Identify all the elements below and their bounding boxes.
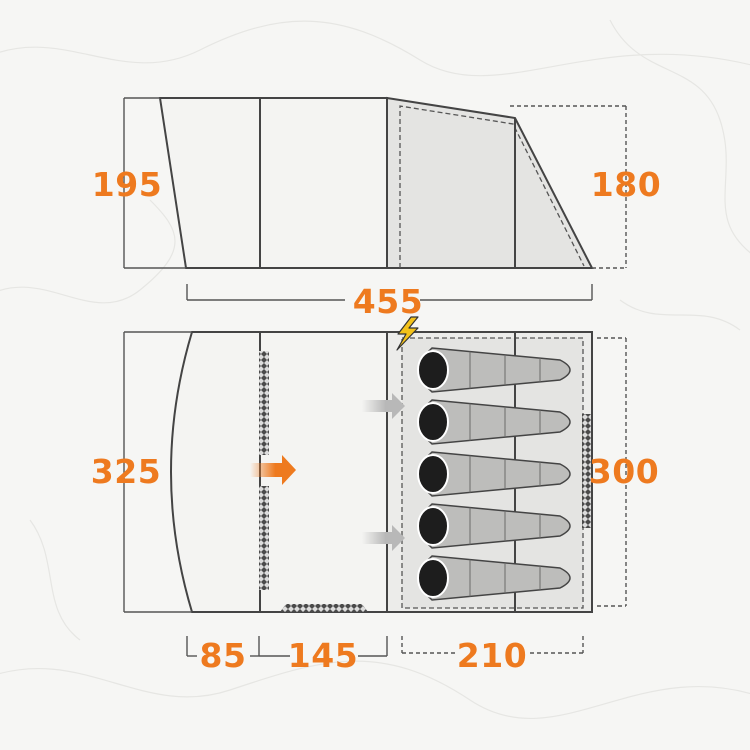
side-inner-tent-outline bbox=[399, 105, 585, 268]
side-height-right-bracket bbox=[510, 105, 627, 269]
floor-width-left-bracket bbox=[123, 331, 192, 613]
lightning-bolt-icon bbox=[396, 316, 419, 351]
bottom-mesh-vent bbox=[280, 604, 368, 612]
sleeping-bag-icon bbox=[417, 555, 571, 601]
floor-plan bbox=[170, 316, 593, 613]
sleeping-bag-icon bbox=[417, 347, 571, 393]
right-mesh-window bbox=[582, 414, 591, 528]
sleeping-bag-head bbox=[417, 506, 449, 546]
sleeping-bag-head bbox=[417, 454, 449, 494]
porch-depth-label: 85 bbox=[200, 636, 247, 675]
floor-width-right-bracket bbox=[597, 337, 627, 607]
side-right-height-label: 180 bbox=[591, 165, 661, 204]
sleeping-bag-icon bbox=[417, 451, 571, 497]
side-height-left-bracket bbox=[123, 97, 186, 269]
sleeping-bags bbox=[417, 347, 571, 601]
living-depth-bracket bbox=[259, 636, 388, 657]
left-mesh-window-upper bbox=[259, 351, 269, 455]
topographic-background bbox=[0, 19, 750, 719]
total-length-bracket bbox=[186, 284, 593, 301]
sleeping-bag-icon bbox=[417, 399, 571, 445]
sleeping-bag-head bbox=[417, 402, 449, 442]
side-left-height-label: 195 bbox=[92, 165, 162, 204]
sleeping-bag-head bbox=[417, 350, 449, 390]
floor-left-width-label: 325 bbox=[91, 452, 161, 491]
bedroom-door-arrow-icon-upper bbox=[362, 393, 405, 419]
side-bedroom-panel bbox=[386, 96, 594, 269]
total-length-label: 455 bbox=[353, 282, 423, 321]
left-mesh-window-lower bbox=[259, 486, 269, 590]
bedroom-depth-bracket bbox=[401, 636, 584, 654]
sleeping-bag-icon bbox=[417, 503, 571, 549]
floor-porch-area bbox=[170, 331, 261, 613]
bedroom-door-arrow-icon-lower bbox=[362, 525, 405, 551]
living-depth-label: 145 bbox=[288, 636, 358, 675]
floor-right-width-label: 300 bbox=[589, 452, 659, 491]
entry-arrow-icon bbox=[250, 455, 296, 485]
sleeping-bag-head bbox=[417, 558, 449, 598]
porch-depth-bracket bbox=[186, 636, 260, 657]
side-elevation bbox=[158, 96, 594, 269]
bedroom-depth-label: 210 bbox=[457, 636, 527, 675]
side-living-panel bbox=[259, 97, 388, 269]
